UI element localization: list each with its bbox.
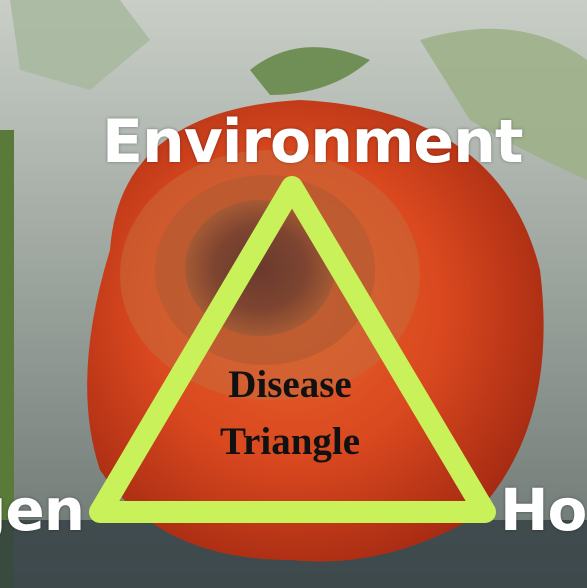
center-label-line-1: Disease bbox=[200, 365, 380, 404]
center-label-line-2: Triangle bbox=[200, 422, 380, 461]
vertex-label-environment: Environment bbox=[102, 112, 523, 172]
vertex-label-pathogen: Pathogen bbox=[0, 481, 84, 539]
vertex-label-host: Host bbox=[500, 481, 587, 539]
